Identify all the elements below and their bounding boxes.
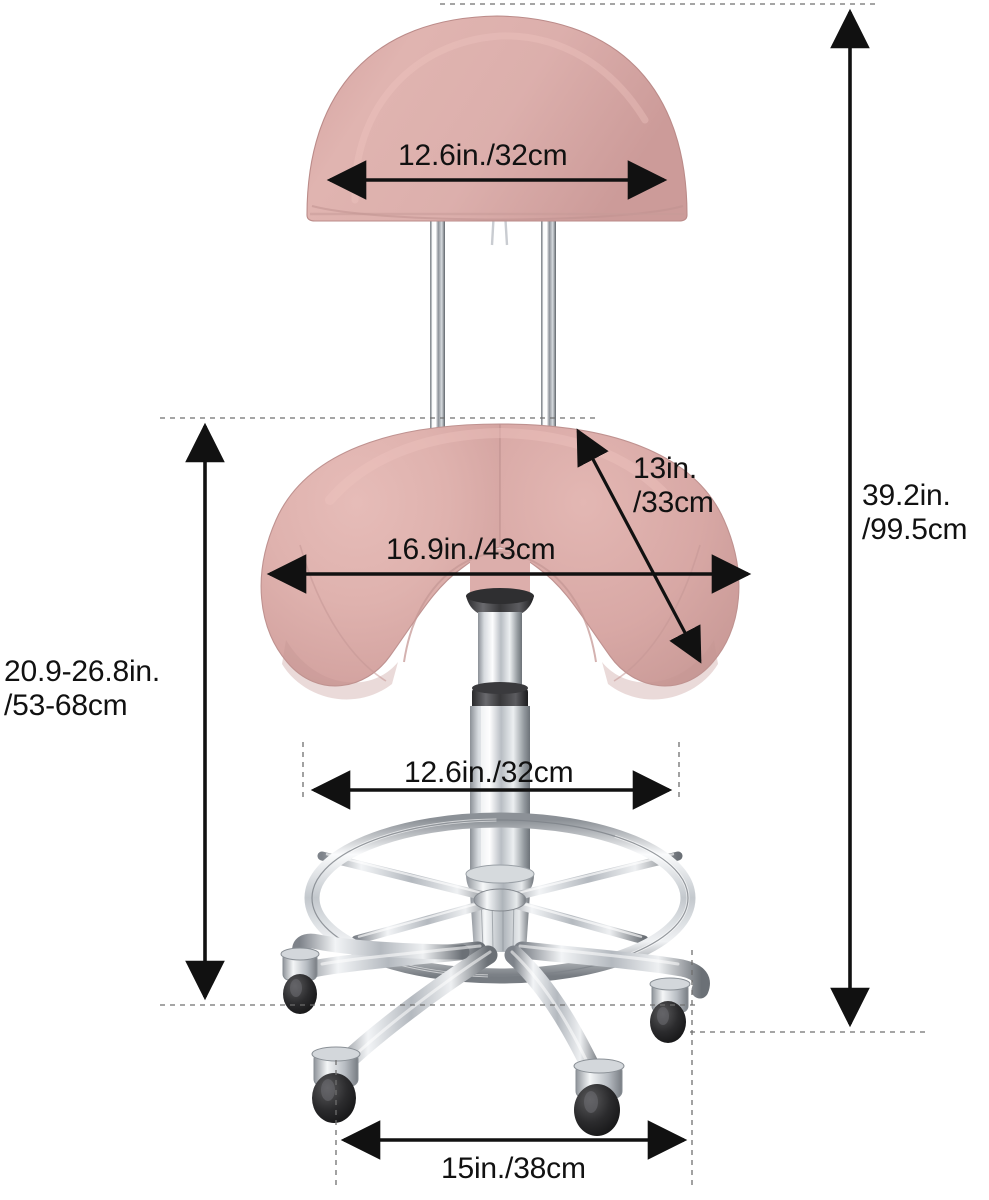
label-backrest-width: 12.6in./32cm <box>398 139 568 172</box>
label-seat-width: 16.9in./43cm <box>386 533 556 566</box>
foot-ring <box>304 812 696 984</box>
caster-right <box>649 977 691 1043</box>
label-seat-height-range: 20.9-26.8in. /53-68cm <box>4 655 161 722</box>
caster-front-left <box>311 1046 361 1123</box>
caster-left <box>280 947 320 1014</box>
dim-seat-depth <box>576 428 702 664</box>
label-total-height: 39.2in. /99.5cm <box>862 479 968 546</box>
guide-lines <box>160 3 930 1185</box>
label-seat-depth: 13in. /33cm <box>633 452 714 519</box>
label-footring-width: 12.6in./32cm <box>404 756 574 789</box>
label-base-width: 15in./38cm <box>441 1152 586 1185</box>
caster-wheels <box>280 947 691 1136</box>
